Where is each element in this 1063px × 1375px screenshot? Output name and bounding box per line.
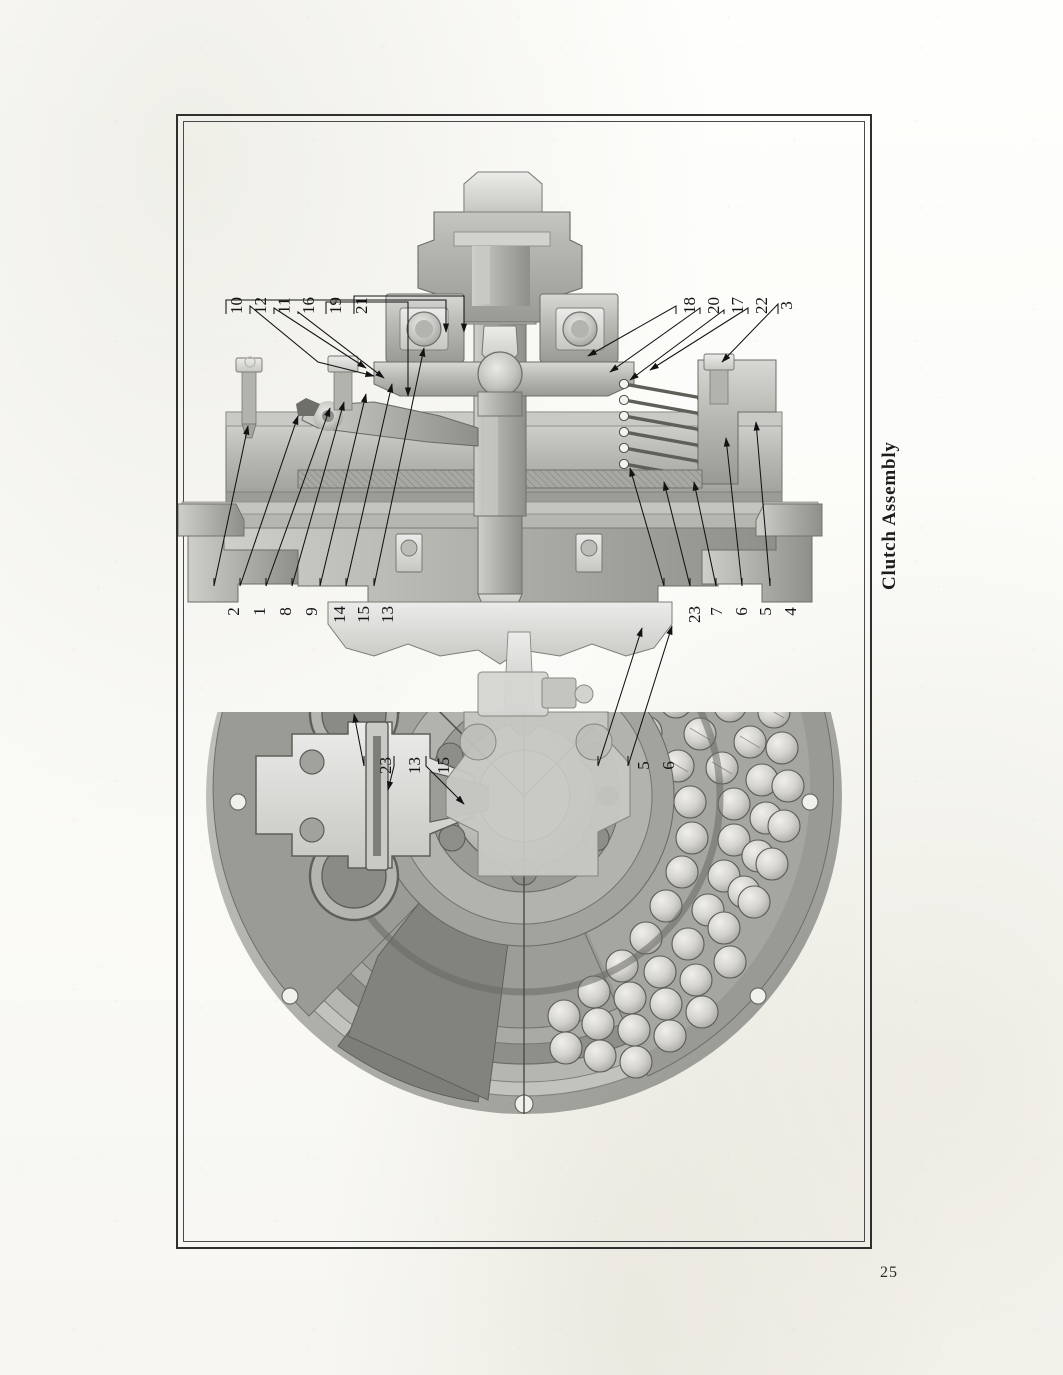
plan-cutaway-view-group [206,631,842,1114]
leaders-plan-right [597,625,673,767]
transmission-casing-overlay [445,671,631,877]
clutch-assembly-illustration [178,171,842,1114]
callout-1: 1 [249,607,269,616]
callout-13: 13 [378,606,397,623]
plan-callout-5: 5 [633,761,653,770]
illustration-plate-frame [176,114,872,1249]
figure-caption: Clutch Assembly [879,441,900,590]
release-bearing-housings [385,293,619,363]
callout-15: 15 [354,606,373,623]
callout-21: 21 [352,297,371,314]
callout-5: 5 [755,607,775,616]
leaders-section-top-right [587,302,779,381]
housing-bolts-section [395,533,603,573]
callout-11: 11 [274,297,294,314]
callout-18: 18 [680,297,699,314]
callout-4: 4 [780,607,800,616]
page-ink-artifact [244,356,256,368]
release-lever-plan [255,712,489,922]
flange-left-end [178,503,245,537]
callout-19: 19 [326,297,345,314]
sectional-view-group [178,171,823,665]
leaders-section-bottom-left [213,347,426,587]
plan-callout-6: 6 [658,761,678,770]
plan-callout-23: 23 [376,757,395,774]
callout-14: 14 [330,606,349,623]
callout-2: 2 [223,607,243,616]
callout-7: 7 [706,607,726,616]
leaders-section-bottom-right [629,421,771,587]
callout-20: 20 [704,297,723,314]
clutch-springs-plan [547,712,805,1079]
illustration-plate-inner-border [183,121,865,1242]
flange-right-end [755,503,823,537]
callout-22: 22 [752,297,771,314]
spring-cover-right [697,353,777,485]
callout-12: 12 [251,297,270,314]
leaders-plan-left [352,713,465,805]
callout-8: 8 [275,607,295,616]
adjusting-screw-left-inner [327,355,359,411]
page-number: 25 [880,1264,898,1281]
rim-rivets [229,793,819,1114]
release-plunger-section [477,325,523,417]
callout-3: 3 [776,301,796,310]
plan-callout-13: 13 [405,757,424,774]
leaders-section-top-left [225,295,468,397]
callout-10: 10 [227,297,246,314]
callout-9: 9 [301,607,321,616]
gearbox-casting-section [417,171,583,323]
friction-disc-band [297,469,703,489]
plan-callout-15: 15 [434,757,453,774]
callout-16: 16 [299,297,318,314]
callout-17: 17 [728,297,747,314]
clutch-plan-disc [206,712,842,1114]
callout-23: 23 [685,606,704,623]
callout-6: 6 [731,607,751,616]
